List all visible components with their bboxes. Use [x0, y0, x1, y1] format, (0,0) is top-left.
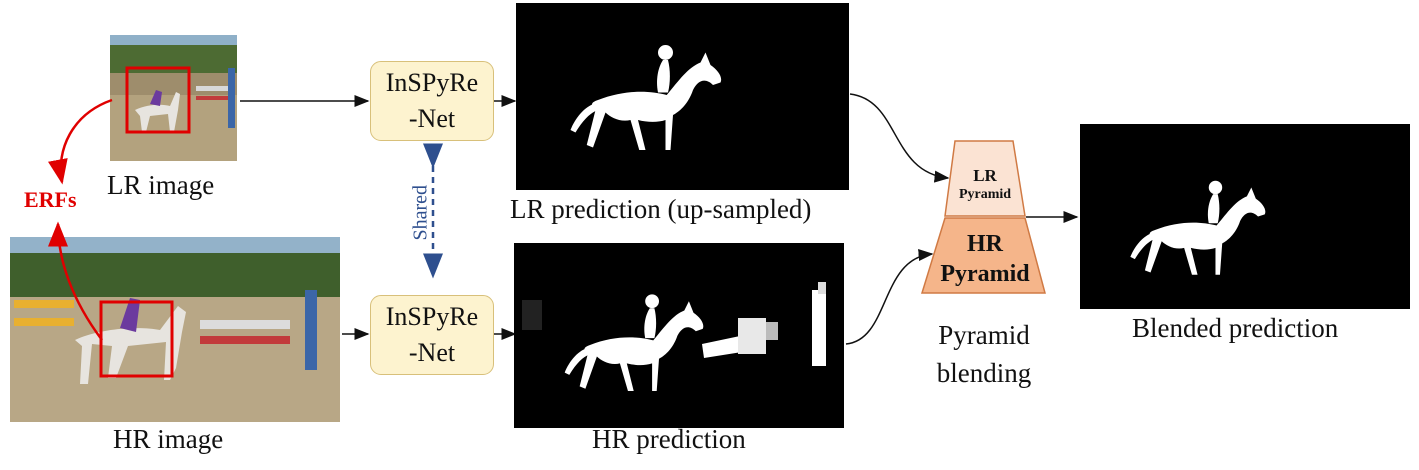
pyramid-blending-label: Pyramid blending	[936, 320, 1032, 388]
arrow-lr-pred-to-pyramid	[849, 93, 950, 183]
lr-prediction-mask	[516, 3, 849, 190]
lr-prediction-label: LR prediction (up-sampled)	[510, 194, 812, 224]
inspyre-net-top-box: InSPyRe -Net	[370, 61, 494, 141]
hr-prediction-label: HR prediction	[592, 424, 746, 454]
arrow-hr-pred-to-pyramid	[845, 249, 934, 345]
erf-arrow-hr	[48, 221, 104, 341]
hr-pyramid-label: HR Pyramid	[940, 231, 1030, 287]
hr-image-photo	[10, 237, 340, 422]
erf-arrow-lr	[48, 98, 113, 185]
lr-image-photo	[110, 35, 237, 161]
blended-prediction-label: Blended prediction	[1132, 313, 1339, 343]
hr-pyramid-shape	[920, 217, 1046, 294]
erfs-label: ERFs	[24, 187, 77, 212]
lr-receptive-field-box	[125, 66, 191, 134]
lr-pyramid-shape	[944, 140, 1026, 217]
lr-pyramid-label: LR Pyramid	[958, 166, 1012, 202]
lr-image-label: LR image	[107, 170, 215, 200]
inspyre-net-bottom-box: InSPyRe -Net	[370, 295, 494, 375]
hr-image-label: HR image	[113, 424, 224, 454]
shared-label: Shared	[409, 184, 432, 241]
hr-prediction-mask	[514, 243, 844, 428]
blended-prediction-mask	[1080, 124, 1410, 309]
